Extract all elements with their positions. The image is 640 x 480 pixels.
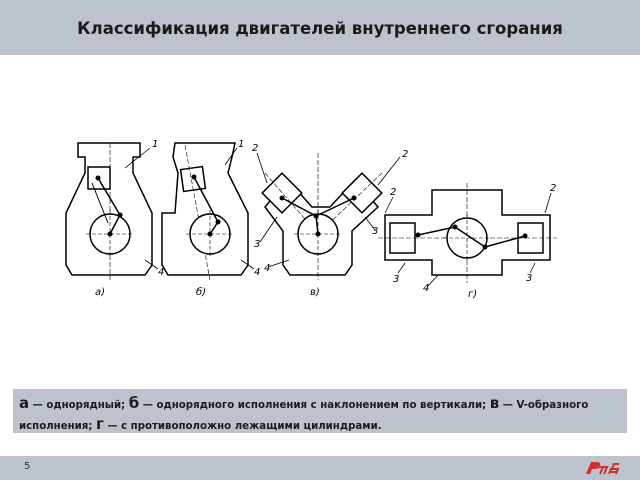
caption-text-a: — однорядный; xyxy=(29,400,129,411)
page-number: 5 xyxy=(24,461,31,472)
caption-text-g: — с противоположно лежащими цилиндрами. xyxy=(103,421,382,432)
callout-1-b: 1 xyxy=(238,139,244,150)
rzd-logo-icon xyxy=(586,462,620,475)
callout-4-b: 4 xyxy=(254,267,260,278)
callout-3-d-right: 3 xyxy=(526,273,532,284)
figure-caption: а — однорядный; б — однорядного исполнен… xyxy=(13,389,627,433)
callout-2-d-left: 2 xyxy=(390,187,396,198)
callout-2-c-left: 2 xyxy=(252,143,258,154)
callout-1-a: 1 xyxy=(152,139,158,150)
callout-3-d-left: 3 xyxy=(393,274,399,285)
callout-3-c-left: 3 xyxy=(254,239,260,250)
engine-a-inline xyxy=(65,142,159,280)
sublabel-v: в) xyxy=(310,287,320,298)
callout-4-a: 4 xyxy=(158,267,164,278)
callout-4-c: 4 xyxy=(264,263,270,274)
callout-4-d: 4 xyxy=(423,283,429,294)
caption-letter-v: в xyxy=(489,394,500,412)
callout-2-c-right: 2 xyxy=(402,149,408,160)
engine-b-inclined xyxy=(161,142,255,281)
sublabel-b: б) xyxy=(196,286,206,298)
sublabel-a: а) xyxy=(95,287,105,298)
caption-text-b: — однорядного исполнения с наклонением п… xyxy=(139,400,490,411)
caption-letter-g: г xyxy=(95,415,104,433)
slide-footer: 5 xyxy=(0,456,640,480)
callout-2-d-right: 2 xyxy=(550,183,556,194)
engine-classification-figure: 1 4 1 4 2 2 3 3 4 2 2 3 3 4 а) б) в) г) xyxy=(65,139,557,300)
engine-d-opposed xyxy=(378,183,557,287)
sublabel-g: г) xyxy=(468,289,477,300)
caption-letter-a: а xyxy=(19,394,30,412)
caption-text-v: — V-образного исполнения; xyxy=(19,400,589,432)
callout-3-c-right: 3 xyxy=(372,226,378,237)
caption-letter-b: б xyxy=(128,394,140,412)
slide-title: Классификация двигателей внутреннего сго… xyxy=(77,19,563,38)
engine-v-type xyxy=(256,152,401,280)
slide-header-band xyxy=(0,0,640,55)
